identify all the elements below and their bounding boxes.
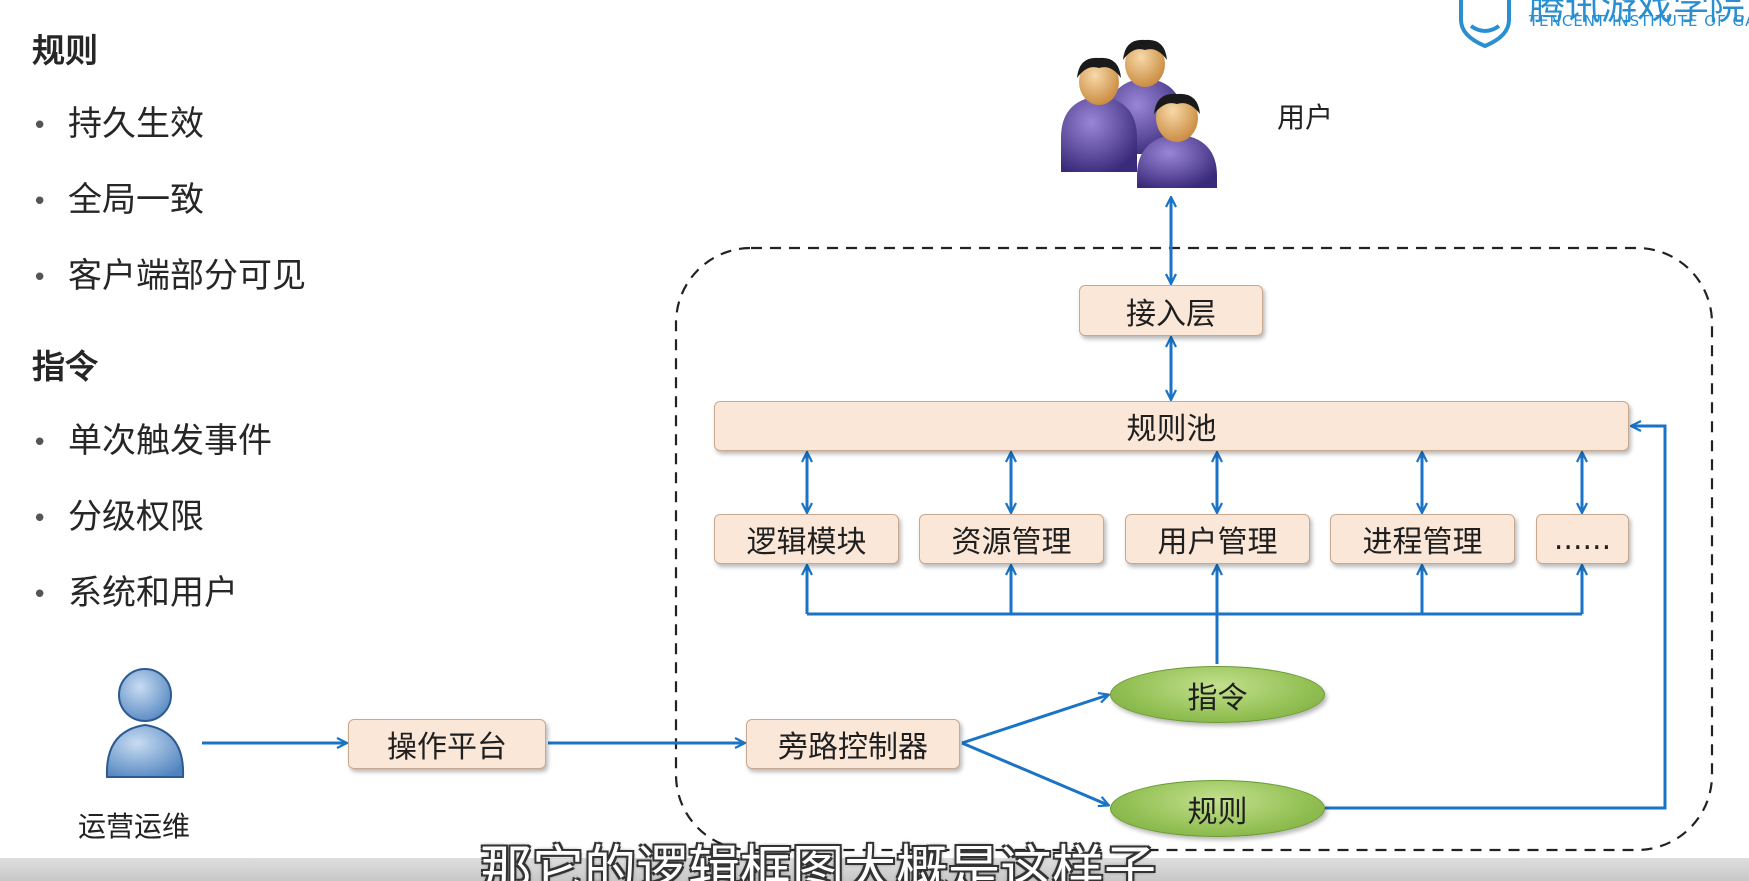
shield-icon [1459,0,1511,48]
module-logic-box: 逻辑模块 [714,514,899,564]
video-bottom-bar [0,858,1749,881]
logo-en-text: TENCENT INSTITUTE OF GAMES [1529,12,1749,30]
module-resource-box: 资源管理 [919,514,1104,564]
command-node: 指令 [1110,666,1325,723]
module-process-box: 进程管理 [1330,514,1515,564]
system-boundary [674,246,1714,852]
logo-cn-text: 腾讯游戏学院 [1529,0,1746,28]
ops-label: 运营运维 [78,810,191,843]
commands-item: •分级权限 [32,497,204,537]
ops-person-icon [105,668,185,778]
users-label: 用户 [1277,101,1334,134]
arrow-bypass-rule [961,741,1108,805]
video-subtitle: 那它的逻辑框图大概是这样子 [480,841,1157,881]
module-more-box: ...... [1536,514,1629,564]
commands-item: •单次触发事件 [32,421,272,461]
bypass-controller-box: 旁路控制器 [746,719,960,769]
tencent-logo: 腾讯游戏学院 TENCENT INSTITUTE OF GAMES [1455,0,1749,52]
module-user-box: 用户管理 [1125,514,1310,564]
rule-pool-box: 规则池 [714,401,1629,451]
commands-item: •系统和用户 [32,573,238,613]
access-layer-box: 接入层 [1079,285,1263,336]
rules-item: •客户端部分可见 [32,256,306,296]
rule-node: 规则 [1110,780,1325,837]
arrow-bypass-command [961,695,1108,745]
ops-platform-box: 操作平台 [348,719,546,769]
rules-title: 规则 [32,31,98,70]
commands-title: 指令 [32,347,98,386]
users-icon [1061,39,1217,188]
rules-item: •持久生效 [32,104,204,144]
arrow-rule-pool [1325,426,1667,810]
rules-item: •全局一致 [32,180,204,220]
